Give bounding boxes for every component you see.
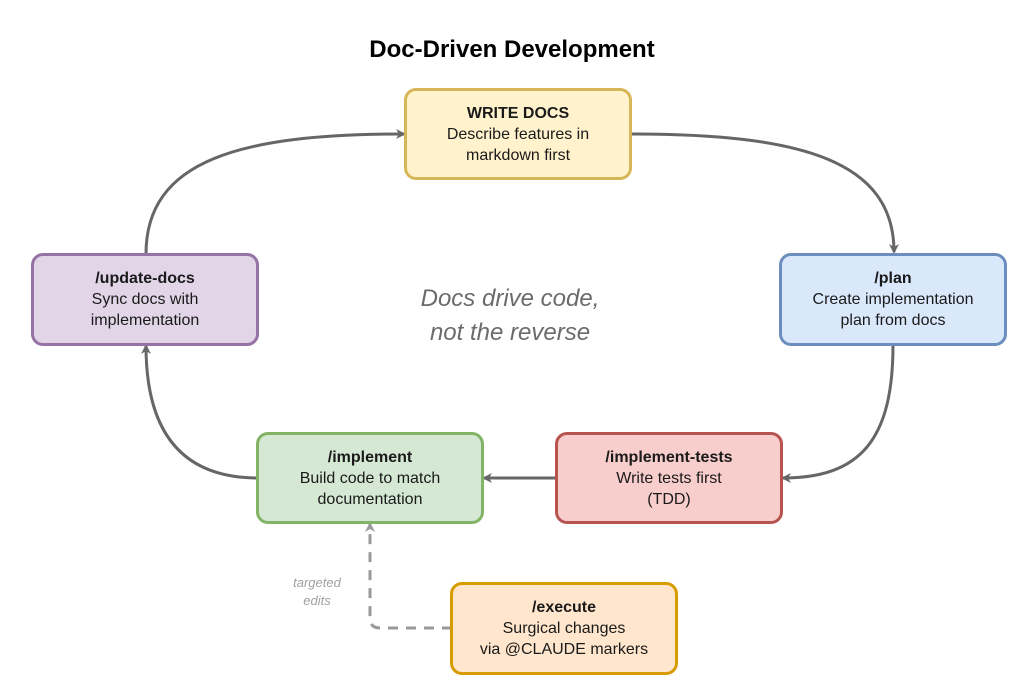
node-desc-line: implementation (90, 312, 200, 329)
edge-update-docs-to-write-docs (144, 129, 406, 255)
center-note-line: not the reverse (429, 319, 591, 346)
node-implement-tests[interactable]: /implement-tests Write tests first (TDD) (555, 432, 783, 524)
node-implement[interactable]: /implement Build code to match documenta… (256, 432, 484, 524)
edge-label-targeted-edits: targeted edits (272, 574, 362, 610)
node-title: /implement (327, 448, 413, 466)
node-title: /execute (531, 599, 597, 616)
node-write-docs[interactable]: WRITE DOCS Describe features in markdown… (404, 88, 632, 180)
node-title: /update-docs (95, 270, 195, 287)
node-desc-line: Write tests first (616, 469, 722, 487)
edge-label-line: edits (303, 593, 331, 608)
diagram-title: Doc-Driven Development (369, 36, 655, 63)
node-desc-line: markdown first (465, 146, 571, 164)
edge-plan-to-implement-tests (781, 344, 895, 483)
node-desc-line: documentation (317, 490, 423, 508)
node-desc-line: Surgical changes (502, 620, 626, 637)
node-desc-line: Sync docs with (91, 291, 199, 308)
center-note: Docs drive code, not the reverse (360, 282, 660, 350)
edge-implement-to-update-docs (141, 344, 259, 480)
node-desc-line: via @CLAUDE markers (479, 641, 649, 658)
node-desc-line: Build code to match (299, 469, 441, 487)
node-title: /plan (874, 270, 912, 287)
node-title: WRITE DOCS (466, 104, 570, 122)
node-update-docs[interactable]: /update-docs Sync docs with implementati… (31, 253, 259, 346)
edge-execute-to-implement (365, 522, 452, 630)
edge-write-docs-to-plan (631, 132, 899, 254)
node-plan[interactable]: /plan Create implementation plan from do… (779, 253, 1007, 346)
node-desc-line: Describe features in (446, 125, 590, 143)
node-execute[interactable]: /execute Surgical changes via @CLAUDE ma… (450, 582, 678, 675)
node-desc-line: plan from docs (840, 312, 946, 329)
node-desc-line: Create implementation (812, 291, 974, 308)
edge-label-line: targeted (293, 575, 341, 590)
node-title: /implement-tests (605, 448, 733, 466)
node-desc-line: (TDD) (647, 490, 691, 508)
center-note-line: Docs drive code, (420, 285, 600, 312)
